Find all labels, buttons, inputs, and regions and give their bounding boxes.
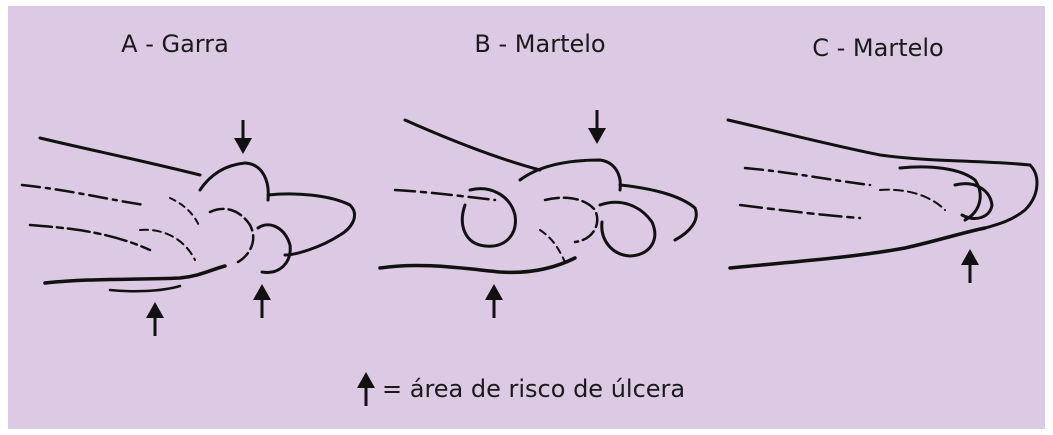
claw-toe-illustration (22, 138, 355, 291)
arrow-up-icon (356, 372, 376, 406)
legend: = área de risco de úlcera (356, 372, 685, 406)
hammer-toe-illustration-b (380, 120, 696, 272)
hammer-toe-illustration-c (728, 120, 1037, 268)
legend-text: = área de risco de úlcera (382, 375, 685, 403)
